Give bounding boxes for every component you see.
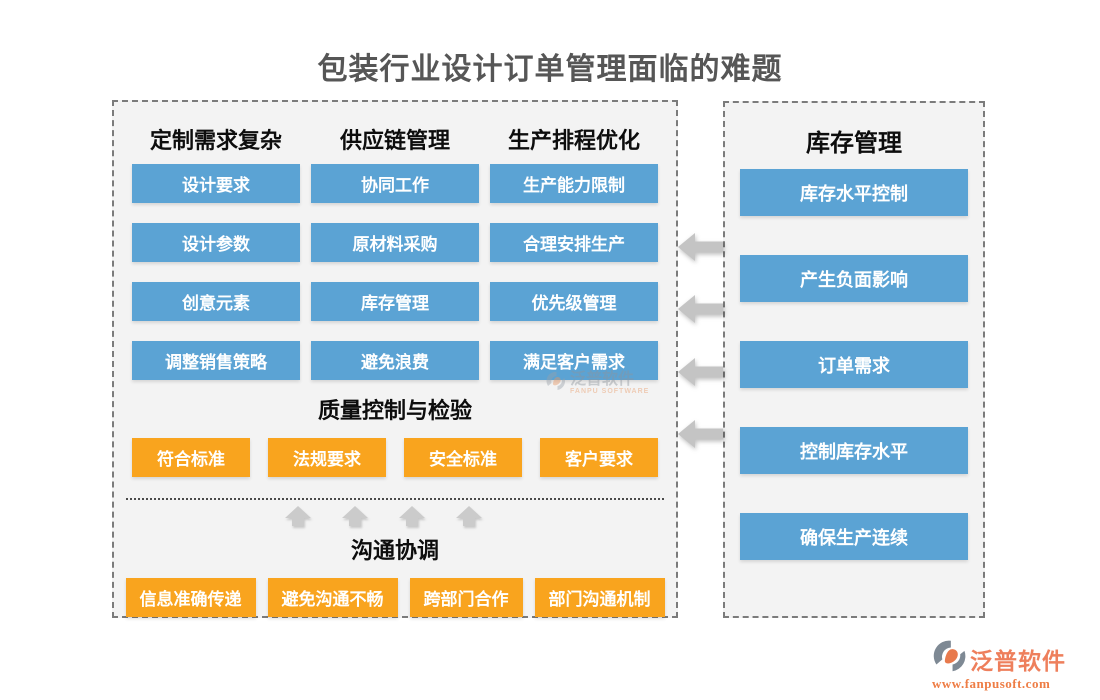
challenge-box: 协同工作 [311, 164, 479, 203]
left-arrow-icon [678, 232, 723, 262]
column-header-custom-needs: 定制需求复杂 [149, 128, 282, 153]
fanpu-logo-icon [546, 371, 566, 396]
left-arrow-icon [678, 419, 723, 449]
communication-box: 部门沟通机制 [534, 578, 665, 617]
quality-box: 符合标准 [132, 438, 250, 477]
column-headers: 定制需求复杂 供应链管理 生产排程优化 [114, 123, 676, 155]
quality-box: 法规要求 [268, 438, 386, 477]
brand-url: www.fanpusoft.com [932, 676, 1051, 691]
up-arrows [102, 506, 664, 531]
inventory-box: 订单需求 [740, 341, 968, 388]
dotted-divider [126, 498, 664, 500]
center-watermark: 泛普软件 FANPU SOFTWARE [546, 371, 649, 396]
brand-name: 泛普软件 [970, 647, 1066, 674]
column-header-scheduling: 生产排程优化 [507, 128, 640, 153]
challenge-box: 满足客户需求 [490, 341, 658, 380]
challenge-box: 原材料采购 [311, 223, 479, 262]
up-arrow-icon [284, 506, 311, 531]
challenge-box: 设计要求 [132, 164, 300, 203]
inventory-header: 库存管理 [806, 130, 902, 157]
up-arrow-icon [341, 506, 368, 531]
communication-row: 信息准确传递 避免沟通不畅 跨部门合作 部门沟通机制 [114, 578, 676, 617]
inventory-box: 控制库存水平 [740, 427, 968, 474]
inventory-box: 库存水平控制 [740, 169, 968, 216]
inventory-panel: 库存管理 库存水平控制 产生负面影响 订单需求 控制库存水平 确保生产连续 [723, 101, 985, 618]
brand-logo: 泛普软件 www.fanpusoft.com [932, 639, 1084, 692]
left-arrow-icon [678, 294, 723, 324]
quality-box: 客户要求 [540, 438, 658, 477]
challenge-grid: 设计要求 协同工作 生产能力限制 设计参数 原材料采购 合理安排生产 创意元素 … [114, 164, 676, 380]
challenge-box: 库存管理 [311, 282, 479, 321]
column-header-supply-chain: 供应链管理 [339, 128, 450, 153]
challenge-box: 生产能力限制 [490, 164, 658, 203]
challenge-box: 优先级管理 [490, 282, 658, 321]
challenge-box: 合理安排生产 [490, 223, 658, 262]
inventory-boxes: 库存水平控制 产生负面影响 订单需求 控制库存水平 确保生产连续 [725, 169, 983, 560]
page-title: 包装行业设计订单管理面临的难题 [317, 53, 783, 86]
communication-section-header: 沟通协调 [350, 538, 439, 563]
communication-box: 信息准确传递 [125, 578, 256, 617]
fanpu-logo-icon [932, 639, 968, 678]
challenge-box: 创意元素 [132, 282, 300, 321]
communication-box: 跨部门合作 [409, 578, 523, 617]
challenge-box: 设计参数 [132, 223, 300, 262]
inventory-box: 确保生产连续 [740, 513, 968, 560]
communication-box: 避免沟通不畅 [267, 578, 398, 617]
up-arrow-icon [455, 506, 482, 531]
up-arrow-icon [398, 506, 425, 531]
watermark-name: 泛普软件 [570, 371, 635, 388]
quality-box: 安全标准 [404, 438, 522, 477]
left-arrow-icon [678, 357, 723, 387]
quality-row: 符合标准 法规要求 安全标准 客户要求 [114, 438, 676, 477]
challenge-box: 避免浪费 [311, 341, 479, 380]
quality-section-header: 质量控制与检验 [317, 398, 472, 423]
watermark-subtitle: FANPU SOFTWARE [570, 388, 650, 395]
challenge-box: 调整销售策略 [132, 341, 300, 380]
inventory-box: 产生负面影响 [740, 255, 968, 302]
challenges-panel: 定制需求复杂 供应链管理 生产排程优化 设计要求 协同工作 生产能力限制 设计参… [112, 100, 678, 618]
